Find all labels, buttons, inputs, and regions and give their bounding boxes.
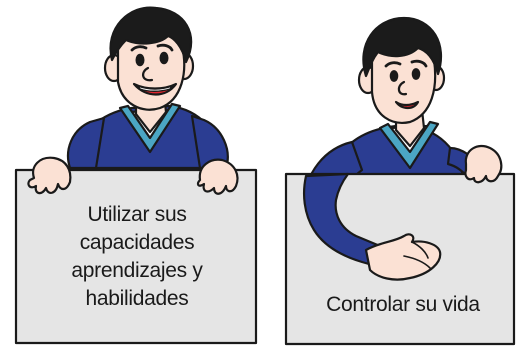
- left-eye-right: [159, 51, 169, 65]
- left-sign-line-3: aprendizajes y: [71, 259, 203, 282]
- right-sign-text: Controlar su vida: [292, 291, 514, 319]
- right-collar: [378, 120, 440, 170]
- left-figure: [66, 6, 229, 170]
- right-hand-top: [464, 144, 503, 184]
- left-teeth: [137, 85, 173, 92]
- right-eye-left: [389, 70, 399, 82]
- left-eyebrows: [130, 43, 174, 52]
- left-sign-text: Utilizar sus capacidades aprendizajes y …: [22, 201, 252, 313]
- left-hand-left: [27, 156, 72, 195]
- left-nose: [142, 66, 154, 82]
- left-sign-line-1: Utilizar sus: [87, 203, 187, 226]
- right-eyebrows: [384, 59, 428, 68]
- left-arm-right: [190, 114, 229, 170]
- left-hand-right: [196, 158, 239, 195]
- right-sign-line-1: Controlar su vida: [326, 293, 480, 316]
- right-hand-fingers: [403, 241, 431, 269]
- right-hair: [362, 16, 443, 78]
- left-sign-line-4: habilidades: [85, 287, 189, 310]
- left-hair: [109, 6, 193, 64]
- left-arm-left: [66, 116, 106, 170]
- left-sign-line-2: capacidades: [79, 231, 195, 254]
- left-sign-board: [14, 168, 258, 345]
- left-collar: [118, 102, 182, 154]
- left-eye-left: [135, 53, 145, 67]
- right-eye-right: [411, 68, 421, 80]
- right-mouth: [394, 100, 420, 110]
- right-hand-open: [364, 233, 442, 281]
- right-nose: [397, 80, 408, 96]
